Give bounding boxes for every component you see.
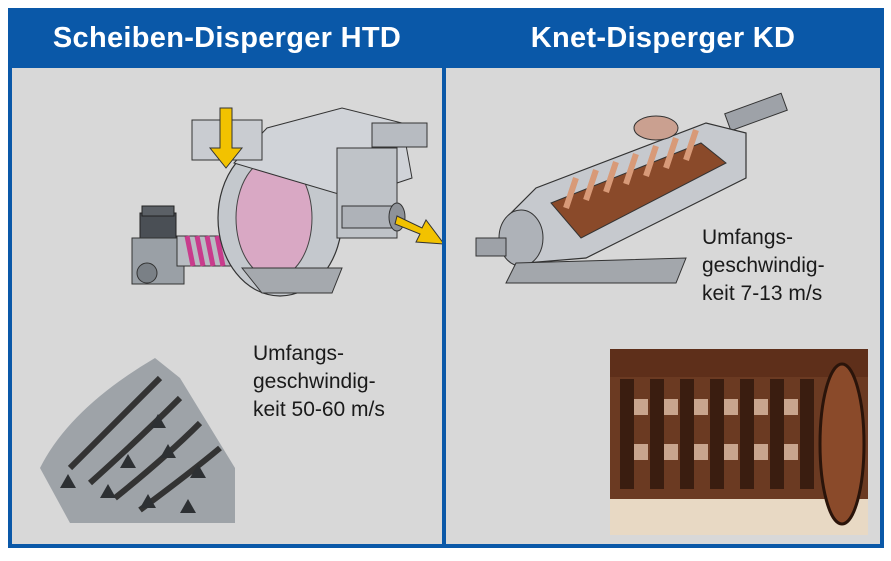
panel-body-htd: Umfangs- geschwindig- keit 50-60 m/s xyxy=(12,68,442,544)
caption-kd-line-3: keit 7-13 m/s xyxy=(702,282,823,305)
toothed-disc-segment-photo xyxy=(40,358,235,523)
caption-htd: Umfangs- geschwindig- keit 50-60 m/s xyxy=(253,340,385,424)
caption-kd: Umfangs- geschwindig- keit 7-13 m/s xyxy=(702,224,825,308)
kneading-disperger-illustration xyxy=(475,92,788,284)
kneader-inlet xyxy=(633,115,679,141)
panel-body-kd: Umfangs- geschwindig- keit 7-13 m/s xyxy=(446,68,880,544)
caption-kd-line-2: geschwindig- xyxy=(702,254,825,277)
caption-htd-line-3: keit 50-60 m/s xyxy=(253,398,385,421)
panel-title-htd: Scheiben-Disperger HTD xyxy=(52,22,402,54)
inlet-flow-arrow xyxy=(208,107,244,169)
panel-knet-disperger: Knet-Disperger KD xyxy=(446,12,880,544)
disc-disperger-illustration xyxy=(131,107,442,297)
caption-kd-line-1: Umfangs- xyxy=(702,226,794,249)
caption-htd-line-2: geschwindig- xyxy=(253,370,376,393)
panel-scheiben-disperger: Scheiben-Disperger HTD xyxy=(12,12,442,544)
panel-title-kd: Knet-Disperger KD xyxy=(530,22,796,54)
kneading-rotor-photo xyxy=(610,349,868,535)
comparison-frame: Scheiben-Disperger HTD xyxy=(8,8,884,548)
outlet-flow-arrow xyxy=(394,215,442,245)
caption-htd-line-1: Umfangs- xyxy=(253,342,345,365)
